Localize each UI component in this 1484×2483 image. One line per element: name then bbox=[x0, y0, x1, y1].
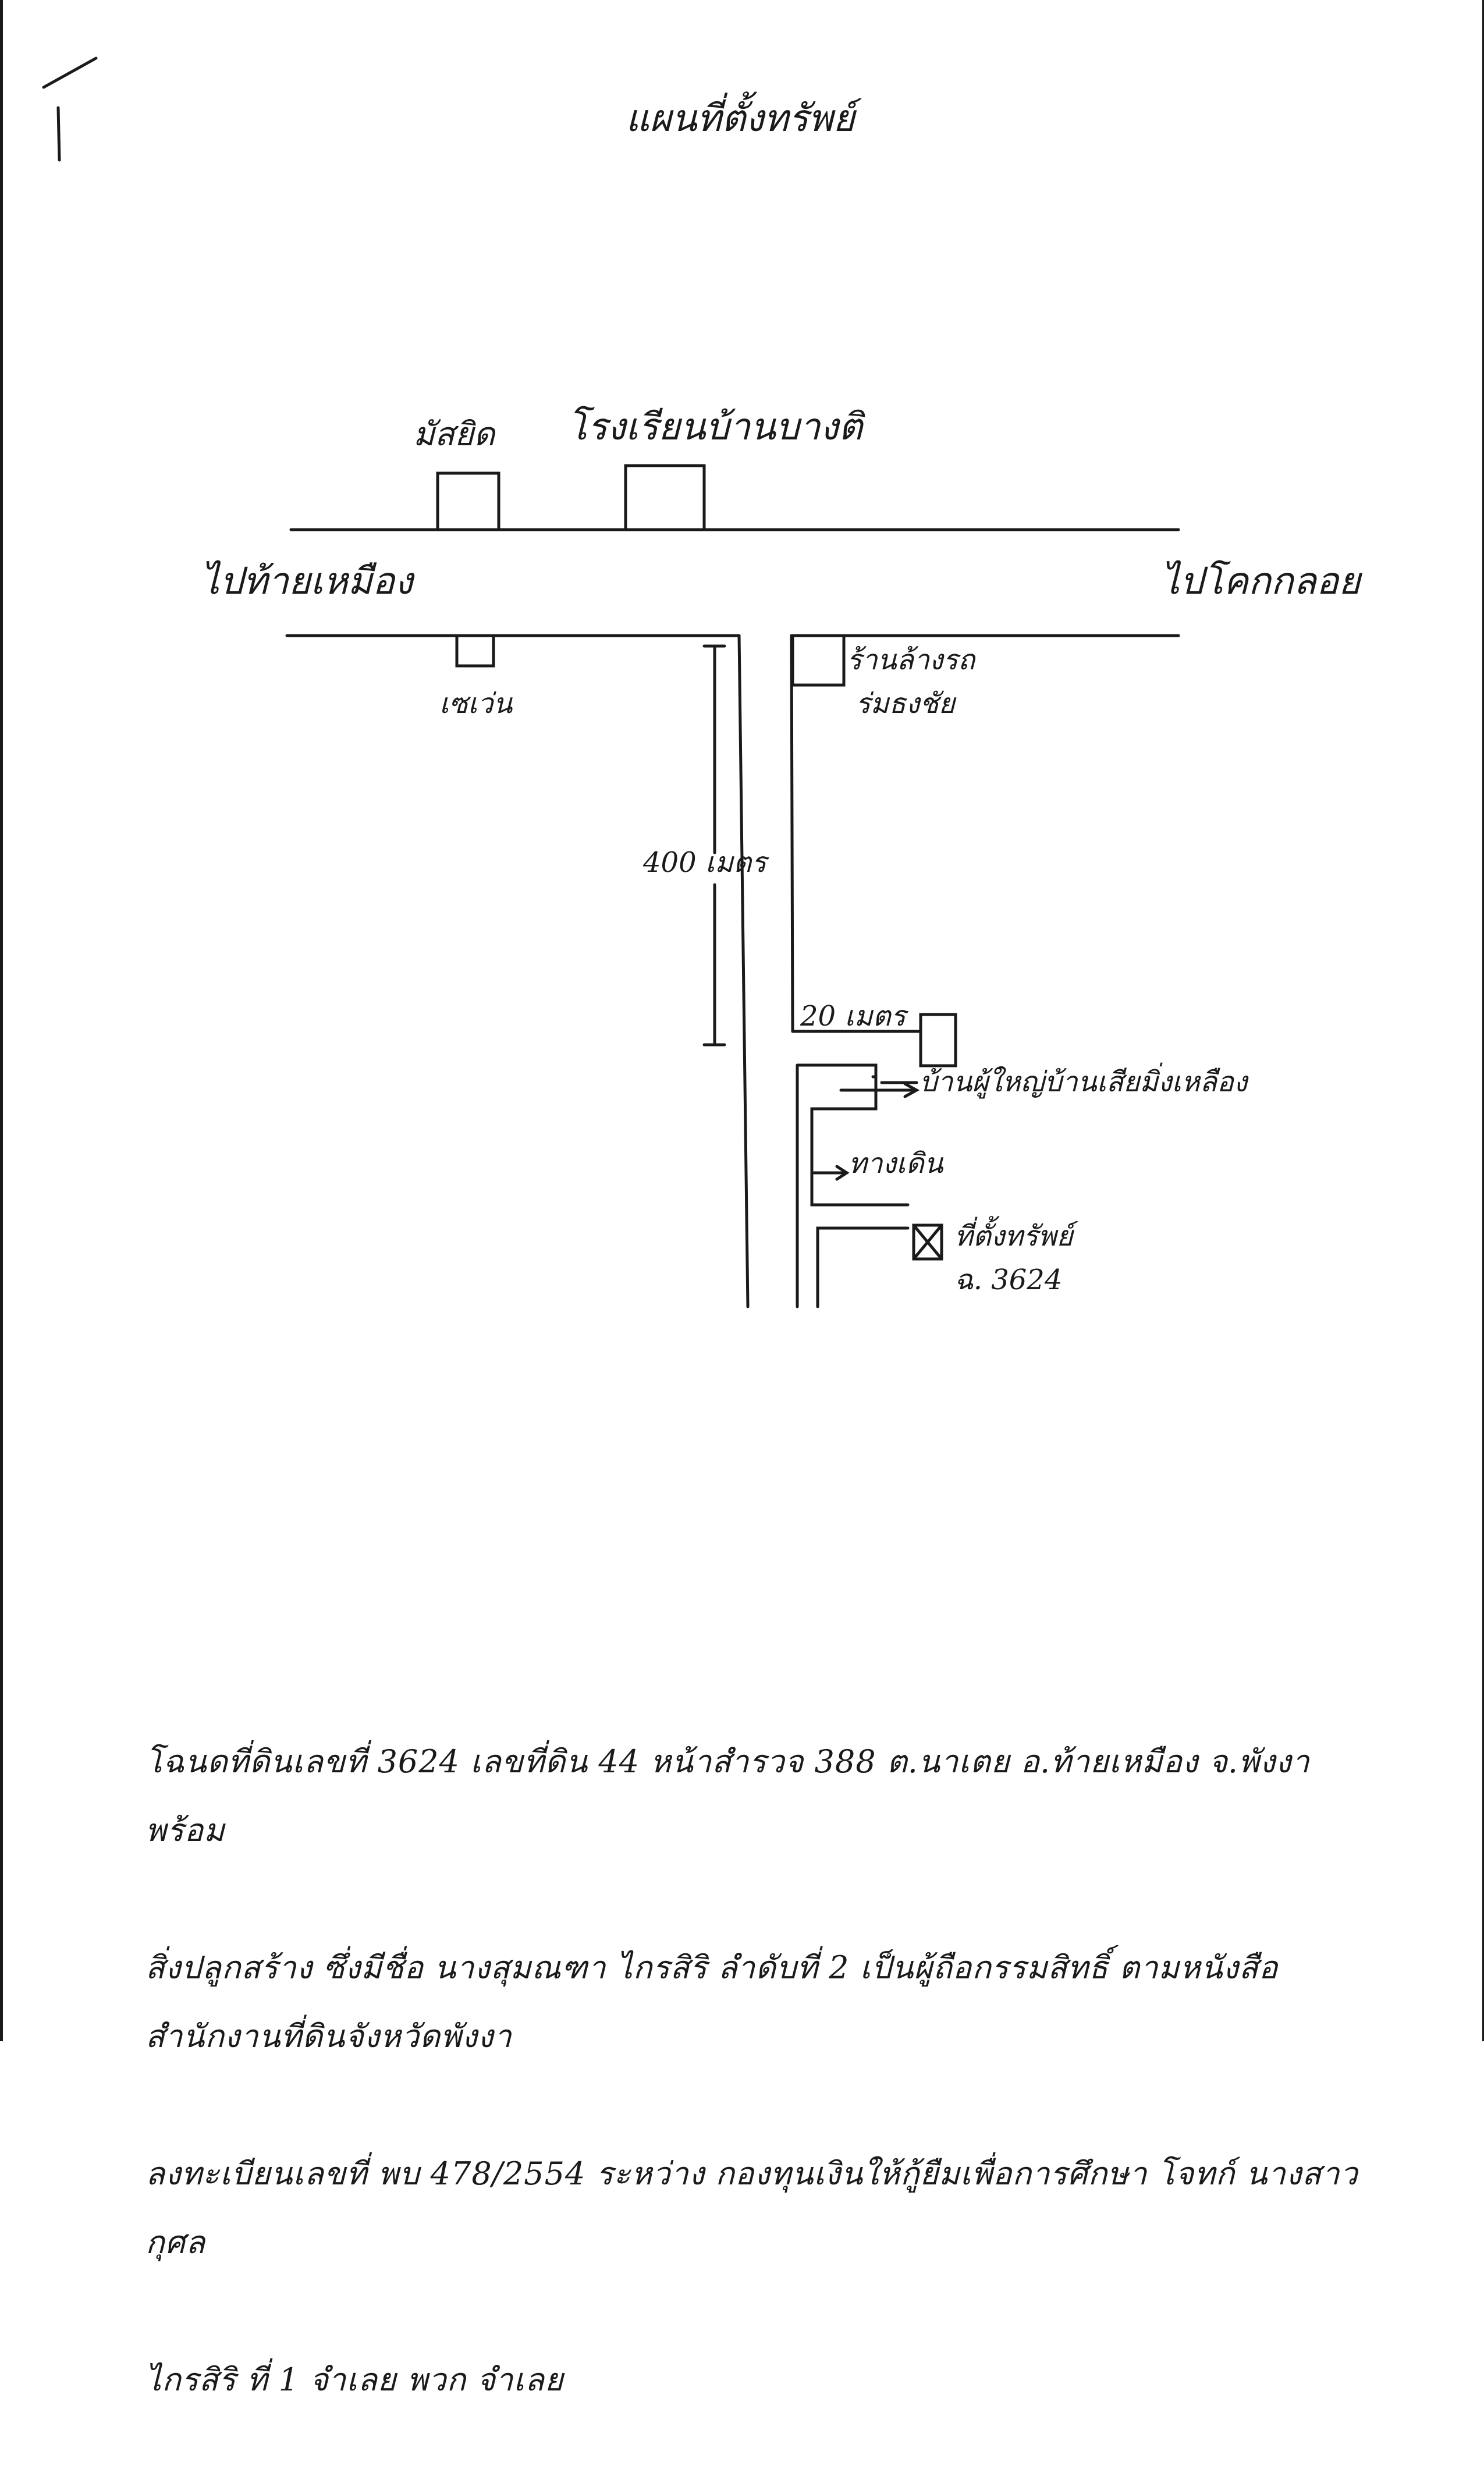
property-label-line1: ที่ตั้งทรัพย์ bbox=[954, 1216, 1078, 1253]
side-road-left-edge bbox=[737, 634, 750, 1308]
property-marker bbox=[912, 1223, 943, 1261]
distance-main-label: 400 เมตร bbox=[642, 846, 769, 879]
road-to-right-label: ไปโคกกลอย bbox=[1161, 560, 1362, 603]
shop-label: เซเว่น bbox=[439, 687, 513, 720]
deed-description-line: ลงทะเบียนเลขที่ พบ 478/2554 ระหว่าง กองท… bbox=[145, 2155, 1358, 2261]
side-road-right-edge bbox=[790, 634, 794, 1033]
school-label: โรงเรียนบ้านบางติ bbox=[567, 406, 865, 449]
walkway-label: ทางเดิน bbox=[848, 1147, 944, 1180]
deed-description: โฉนดที่ดินเลขที่ 3624 เลขที่ดิน 44 หน้าส… bbox=[145, 1659, 1368, 2483]
scan-edge-right bbox=[1482, 0, 1484, 2041]
location-map: แผนที่ตั้งทรัพย์ มัสยิด โรงเรียนบ้านบางต… bbox=[42, 56, 1362, 1308]
road-to-left-label: ไปท้ายเหมือง bbox=[201, 560, 415, 603]
walkway-arrow bbox=[810, 1165, 850, 1181]
car-shop-label-line2: ร่มธงชัย bbox=[855, 687, 957, 720]
mosque-building bbox=[436, 471, 500, 531]
distance-side-label: 20 เมตร bbox=[800, 1000, 909, 1033]
house-building bbox=[919, 1013, 957, 1067]
car-shop-label-line1: ร้านล้างรถ bbox=[847, 644, 977, 676]
school-building bbox=[624, 464, 706, 531]
deed-description-line: โฉนดที่ดินเลขที่ 3624 เลขที่ดิน 44 หน้าส… bbox=[145, 1743, 1310, 1849]
corner-mark bbox=[42, 56, 98, 162]
deed-description-line: สิ่งปลูกสร้าง ซึ่งมีชื่อ นางสุมณฑา ไกรสิ… bbox=[145, 1949, 1279, 2055]
house-arrow-1 bbox=[839, 1082, 920, 1098]
property-label-line2: ฉ. 3624 bbox=[954, 1264, 1062, 1296]
shop-building bbox=[455, 634, 495, 668]
house-label: บ้านผู้ใหญ่บ้านเสียมิ่งเหลือง bbox=[919, 1062, 1249, 1099]
lane-block-outline bbox=[796, 1063, 910, 1308]
deed-description-line: ไกรสิริ ที่ 1 จำเลย พวก จำเลย bbox=[145, 2361, 564, 2398]
car-shop-building bbox=[791, 634, 846, 687]
document-page: แผนที่ตั้งทรัพย์ มัสยิด โรงเรียนบ้านบางต… bbox=[0, 0, 1484, 2398]
distance-marker-main bbox=[702, 644, 726, 1047]
mosque-label: มัสยิด bbox=[413, 416, 496, 453]
scan-edge-left bbox=[0, 0, 3, 2041]
property-lane bbox=[816, 1226, 910, 1308]
house-connector-line bbox=[871, 1075, 878, 1111]
page-title: แผนที่ตั้งทรัพย์ bbox=[626, 91, 862, 140]
